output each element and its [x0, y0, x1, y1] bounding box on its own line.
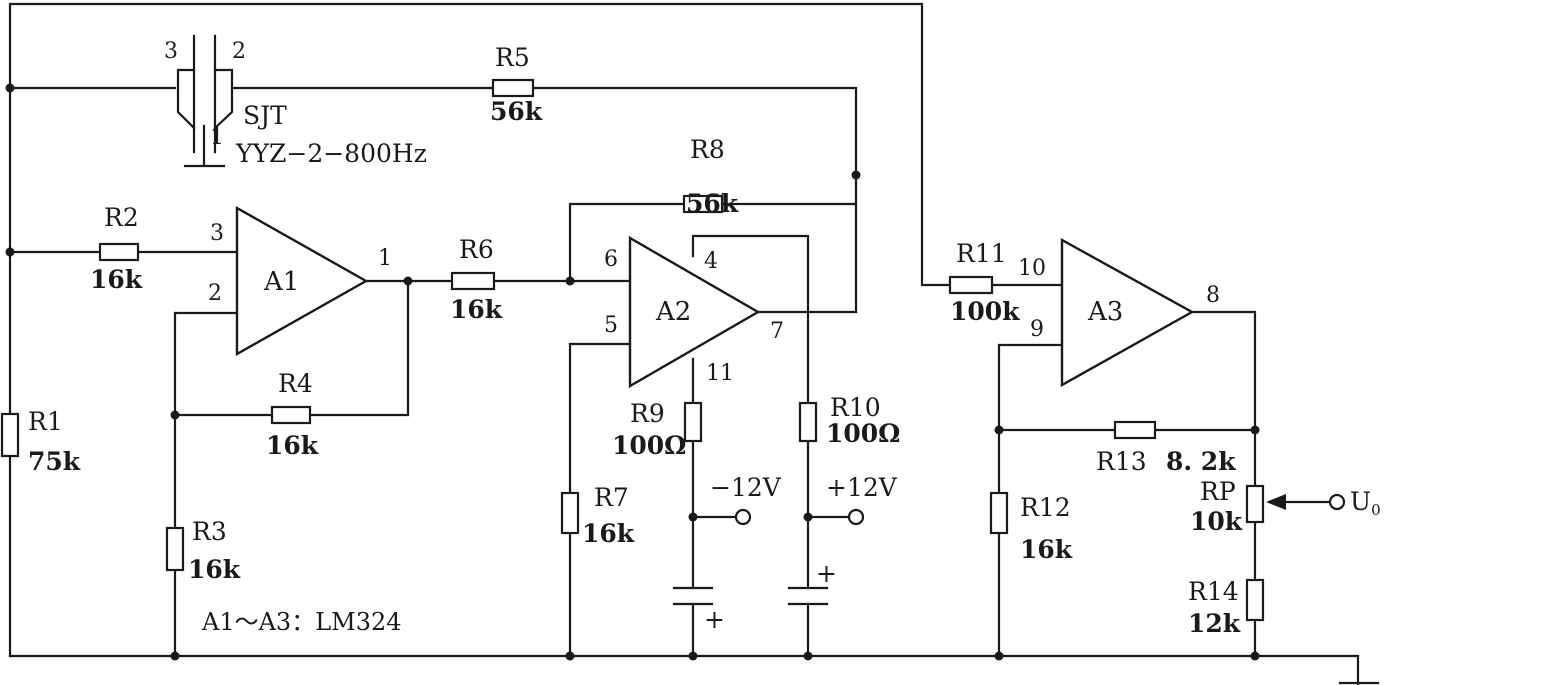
a1-pin-out: 1 [378, 246, 392, 271]
resistors [0, 78, 1265, 622]
r5-value: 56k [490, 97, 543, 126]
r9-label: R9 [630, 399, 665, 428]
a2-pin-7: 7 [770, 319, 784, 344]
r12-label: R12 [1020, 493, 1071, 522]
r10-label: R10 [830, 393, 881, 422]
r7-label: R7 [594, 483, 629, 512]
resistor-r10 [798, 401, 818, 443]
opamp-a3 [1060, 237, 1195, 388]
a2-pin-11: 11 [706, 361, 734, 386]
resistor-r14 [1245, 578, 1265, 622]
r2-value: 16k [90, 265, 143, 294]
output-label-sub: 0 [1371, 501, 1381, 519]
wire-a1-minus [173, 311, 239, 658]
terminal-output[interactable] [1328, 493, 1346, 511]
sensor-model: YYZ−2−800Hz [235, 139, 427, 168]
a2-pin-6: 6 [604, 247, 618, 272]
resistor-r5 [491, 78, 535, 98]
c2-polarity: + [816, 559, 837, 588]
resistor-r12 [989, 491, 1009, 535]
r2-label: R2 [104, 203, 139, 232]
c1-polarity: + [704, 605, 725, 634]
capacitor-c2 [787, 586, 829, 606]
output-label-main: U [1350, 487, 1371, 516]
r1-label: R1 [28, 407, 63, 436]
resistor-rp [1245, 484, 1265, 524]
rp-label: RP [1200, 477, 1236, 506]
a3-pin-10: 10 [1018, 256, 1046, 281]
r9-value: 100Ω [612, 431, 686, 460]
sensor-sjt [176, 34, 234, 168]
r7-value: 16k [582, 519, 635, 548]
r1-value: 75k [28, 447, 81, 476]
resistor-r2 [98, 242, 140, 262]
a3-pin-9: 9 [1030, 317, 1044, 342]
r11-value: 100k [950, 297, 1020, 326]
wire-r5-line [8, 86, 858, 314]
a1-pin-plus: 3 [210, 221, 224, 246]
sensor-pin-2: 2 [232, 39, 246, 64]
r4-label: R4 [278, 369, 313, 398]
resistor-r4 [270, 405, 312, 425]
r13-label: R13 [1096, 447, 1147, 476]
r8-label: R8 [690, 135, 725, 164]
resistor-r3 [165, 526, 185, 572]
resistor-r6 [450, 271, 496, 291]
r4-value: 16k [266, 431, 319, 460]
a3-pin-8: 8 [1206, 283, 1220, 308]
terminal-pos12v[interactable] [847, 508, 865, 526]
capacitors [672, 586, 829, 606]
r8-value: 56k [686, 189, 739, 218]
r14-label: R14 [1188, 577, 1239, 606]
a3-label: A3 [1087, 297, 1123, 327]
a1-label: A1 [263, 267, 299, 297]
resistor-r9 [683, 401, 703, 443]
junction-dots [5, 83, 1260, 661]
r5-label: R5 [495, 43, 530, 72]
r3-value: 16k [188, 555, 241, 584]
a2-pin-5: 5 [604, 313, 618, 338]
resistor-r8 [682, 194, 724, 214]
wire-top-loop [8, 2, 952, 287]
sensor-name: SJT [243, 101, 287, 130]
r12-value: 16k [1020, 535, 1073, 564]
resistor-r11 [948, 275, 994, 295]
supply-negative: −12V [710, 473, 782, 502]
wire-r8-line [568, 202, 858, 283]
rp-value: 10k [1190, 507, 1243, 536]
sensor-pin-1: 1 [210, 125, 224, 150]
resistor-r1 [0, 412, 20, 458]
wire-a3-minus [997, 343, 1064, 658]
wire-a2-pin5 [568, 342, 632, 658]
r13-value: 8. 2k [1166, 447, 1236, 476]
capacitor-c1 [672, 586, 714, 606]
r6-value: 16k [450, 295, 503, 324]
r14-value: 12k [1188, 609, 1241, 638]
r3-label: R3 [192, 517, 227, 546]
a2-label: A2 [655, 297, 691, 327]
sensor-pin-3: 3 [164, 39, 178, 64]
wire-ground-bus [8, 654, 1360, 685]
opamp-a1 [235, 205, 369, 357]
r11-label: R11 [956, 239, 1007, 268]
resistor-r13 [1113, 420, 1157, 440]
ic-note: A1～A3：LM324 [201, 608, 402, 636]
terminal-neg12v[interactable] [734, 508, 752, 526]
resistor-r7 [560, 491, 580, 535]
r10-value: 100Ω [826, 419, 900, 448]
rp-wiper [1266, 494, 1332, 510]
r6-label: R6 [459, 235, 494, 264]
wire-r4-line [173, 279, 410, 417]
output-label: U0 [1350, 487, 1381, 519]
opamp-a2 [628, 235, 761, 389]
a1-pin-minus: 2 [208, 281, 222, 306]
supply-positive: +12V [826, 473, 898, 502]
a2-pin-4: 4 [704, 249, 718, 274]
